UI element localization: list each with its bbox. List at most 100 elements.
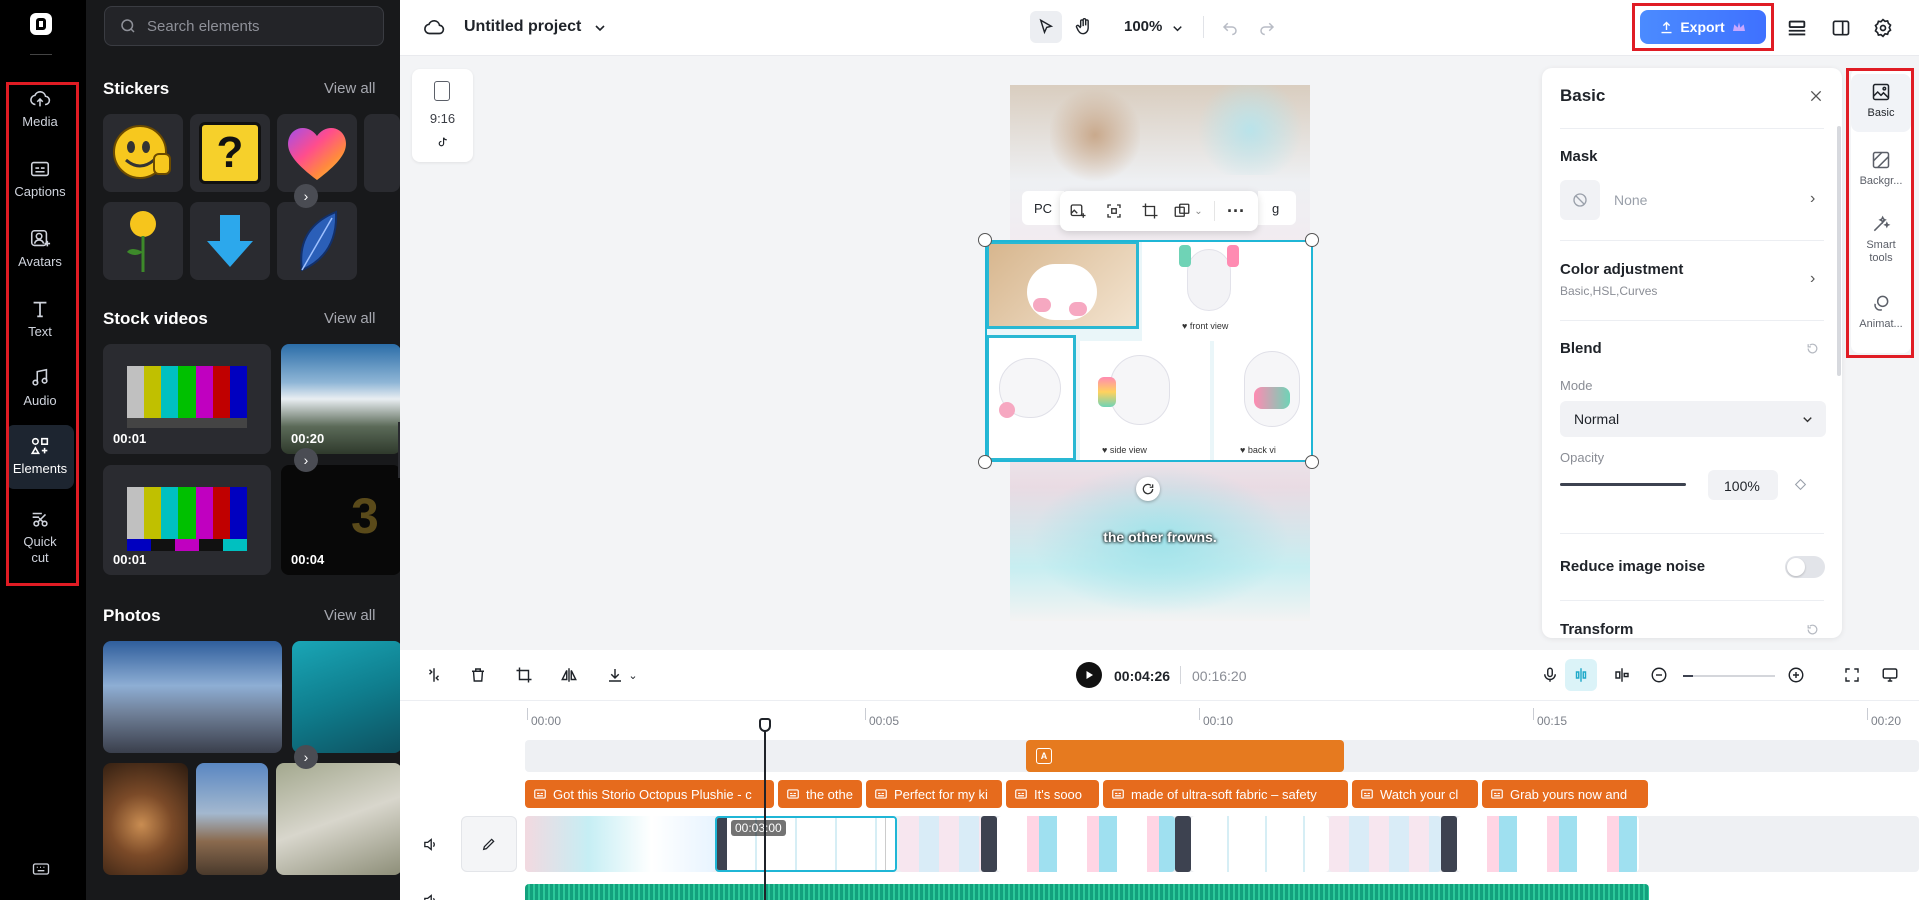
- resize-handle-top-left[interactable]: [978, 233, 992, 247]
- preview-screen-icon[interactable]: [1878, 663, 1902, 687]
- redo-icon[interactable]: [1255, 15, 1279, 39]
- blend-reset-icon[interactable]: [1804, 340, 1820, 356]
- text-clip-6[interactable]: Watch your cl: [1352, 780, 1478, 808]
- tab-basic[interactable]: Basic: [1851, 74, 1911, 132]
- rotate-handle[interactable]: [1136, 477, 1160, 501]
- sidebar-item-media[interactable]: Media: [6, 88, 74, 130]
- transition-marker-2[interactable]: [1175, 816, 1191, 872]
- tab-background[interactable]: Backgr...: [1851, 150, 1911, 188]
- delete-icon[interactable]: [466, 663, 490, 687]
- mask-selector[interactable]: None ›: [1560, 180, 1824, 220]
- sticker-smiley-thumbs-up[interactable]: [103, 114, 183, 192]
- crop-icon[interactable]: [1138, 199, 1162, 223]
- auto-snap-button[interactable]: [1565, 659, 1597, 691]
- blend-mode-select[interactable]: Normal: [1560, 401, 1826, 437]
- transition-marker-3[interactable]: [1441, 816, 1457, 872]
- clip-trim-handle-right[interactable]: [885, 818, 895, 870]
- stock-videos-next-button[interactable]: ›: [294, 448, 318, 472]
- text-clip-4[interactable]: It's sooo: [1006, 780, 1099, 808]
- photo-white-dog[interactable]: [276, 763, 400, 875]
- stickers-view-all-link[interactable]: View all: [324, 80, 376, 97]
- video-clip-5[interactable]: [1191, 816, 1329, 872]
- select-tool-button[interactable]: [1030, 11, 1062, 43]
- aspect-ratio-card[interactable]: 9:16: [412, 69, 473, 162]
- audio-clip[interactable]: [525, 884, 1649, 900]
- stock-video-color-bars-1[interactable]: 00:01: [103, 344, 271, 454]
- stock-video-sparkle-number[interactable]: 3 00:04: [281, 465, 400, 575]
- sticker-yellow-rose[interactable]: [103, 202, 183, 280]
- sticker-rainbow-heart[interactable]: [277, 114, 357, 192]
- layers-icon[interactable]: [1783, 14, 1811, 42]
- video-clip-selected[interactable]: 00:03:00: [715, 816, 897, 872]
- photos-view-all-link[interactable]: View all: [324, 607, 376, 624]
- stock-video-color-bars-2[interactable]: 00:01: [103, 465, 271, 575]
- close-icon[interactable]: [1806, 86, 1826, 106]
- photo-tacos[interactable]: [103, 763, 188, 875]
- photos-next-button[interactable]: ›: [294, 745, 318, 769]
- zoom-level[interactable]: 100%: [1124, 18, 1163, 35]
- split-icon[interactable]: [422, 663, 446, 687]
- sidebar-item-quick-cut[interactable]: Quick cut: [6, 508, 74, 566]
- resize-handle-top-right[interactable]: [1305, 233, 1319, 247]
- text-clip-3[interactable]: Perfect for my ki: [866, 780, 1002, 808]
- microphone-icon[interactable]: [1538, 663, 1562, 687]
- play-button[interactable]: [1076, 662, 1102, 688]
- cloud-sync-icon[interactable]: [422, 16, 446, 40]
- tab-animation[interactable]: Animat...: [1851, 293, 1911, 331]
- video-clip-4[interactable]: [997, 816, 1175, 872]
- zoom-out-icon[interactable]: [1647, 663, 1671, 687]
- replace-image-icon[interactable]: [1066, 199, 1090, 223]
- text-clip-1[interactable]: Got this Storio Octopus Plushie - c: [525, 780, 774, 808]
- chevron-down-icon[interactable]: [590, 18, 610, 38]
- canvas-area[interactable]: 9:16 the other frowns. ♥ front view: [400, 57, 1540, 647]
- cover-edit-button[interactable]: [461, 816, 517, 872]
- video-clip-7[interactable]: [1457, 816, 1639, 872]
- track-volume-icon[interactable]: [420, 834, 440, 854]
- sticker-partial[interactable]: [364, 114, 400, 192]
- export-button[interactable]: Export: [1640, 10, 1766, 44]
- opacity-input[interactable]: 100%: [1708, 470, 1778, 500]
- sidebar-item-avatars[interactable]: Avatars: [6, 228, 74, 270]
- resize-handle-bottom-right[interactable]: [1305, 455, 1319, 469]
- sidebar-item-elements[interactable]: Elements: [6, 425, 74, 489]
- timeline[interactable]: 00:00 00:05 00:10 00:15 00:20 A Got this…: [400, 700, 1919, 900]
- props-scrollbar[interactable]: [1837, 126, 1841, 376]
- sidebar-item-text[interactable]: Text: [6, 298, 74, 340]
- timeline-zoom-slider[interactable]: [1683, 675, 1775, 677]
- sticker-down-arrow[interactable]: [190, 202, 270, 280]
- video-clip-6[interactable]: [1329, 816, 1441, 872]
- more-options-icon[interactable]: ···: [1227, 200, 1245, 221]
- sticker-question-block[interactable]: ?: [190, 114, 270, 192]
- video-clip-1[interactable]: [525, 816, 715, 872]
- text-clip-7[interactable]: Grab yours now and: [1482, 780, 1648, 808]
- app-logo-icon[interactable]: [30, 13, 52, 35]
- fit-timeline-icon[interactable]: [1840, 663, 1864, 687]
- download-dropdown-icon[interactable]: ⌄: [602, 663, 642, 687]
- link-tracks-icon[interactable]: [1610, 663, 1634, 687]
- color-adjustment-title[interactable]: Color adjustment: [1560, 261, 1684, 278]
- stock-videos-view-all-link[interactable]: View all: [324, 310, 376, 327]
- settings-gear-icon[interactable]: [1869, 14, 1897, 42]
- undo-icon[interactable]: [1218, 15, 1242, 39]
- opacity-slider[interactable]: [1560, 483, 1686, 486]
- hand-tool-button[interactable]: [1068, 11, 1100, 43]
- photo-city-sky[interactable]: [103, 641, 282, 753]
- split-view-icon[interactable]: [1827, 14, 1855, 42]
- arrange-dropdown-icon[interactable]: ⌄: [1168, 199, 1208, 223]
- keyboard-shortcuts-icon[interactable]: [30, 859, 52, 879]
- zoom-in-icon[interactable]: [1784, 663, 1808, 687]
- photo-ocean-boat[interactable]: [292, 641, 400, 753]
- text-clip-2[interactable]: the othe: [778, 780, 862, 808]
- crop-tool-icon[interactable]: [512, 663, 536, 687]
- video-clip-3[interactable]: [899, 816, 981, 872]
- resize-handle-bottom-left[interactable]: [978, 455, 992, 469]
- audio-track-volume-icon[interactable]: [420, 890, 440, 900]
- photo-street[interactable]: [196, 763, 268, 875]
- tab-smart-tools[interactable]: Smart tools: [1851, 214, 1911, 265]
- color-adjustment-chevron-right-icon[interactable]: ›: [1810, 270, 1816, 287]
- flip-icon[interactable]: [557, 663, 581, 687]
- sidebar-item-audio[interactable]: Audio: [6, 367, 74, 409]
- clip-trim-handle-left[interactable]: [717, 818, 727, 870]
- stock-video-mountains[interactable]: 00:20: [281, 344, 400, 454]
- sticker-blue-leaf[interactable]: [277, 202, 357, 280]
